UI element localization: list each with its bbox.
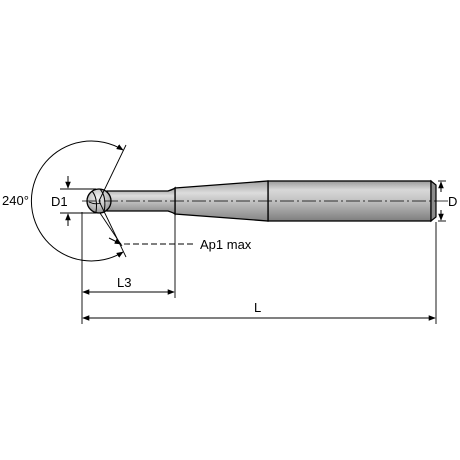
l3-label: L3 [117, 275, 131, 290]
d-dimension [438, 180, 446, 222]
leader-line [99, 212, 123, 247]
l3-dimension [81, 212, 176, 324]
flute-line [99, 188, 106, 213]
ap1-label: Ap1 max [200, 237, 252, 252]
angle-arc [30, 140, 124, 262]
d1-label: D1 [51, 194, 68, 209]
shank-end-chamfer [430, 179, 437, 223]
flute-line [91, 190, 97, 213]
l-dimension [82, 222, 437, 324]
d1-dimension [60, 176, 96, 226]
dimension-arrow [108, 237, 122, 245]
angle-label: 240° [2, 193, 29, 208]
angle-leader [98, 144, 127, 202]
d-label: D [448, 194, 457, 209]
angle-leader [98, 200, 127, 258]
l-label: L [254, 300, 261, 315]
angle-dimension [30, 140, 127, 262]
ap1-dimension [99, 212, 196, 247]
